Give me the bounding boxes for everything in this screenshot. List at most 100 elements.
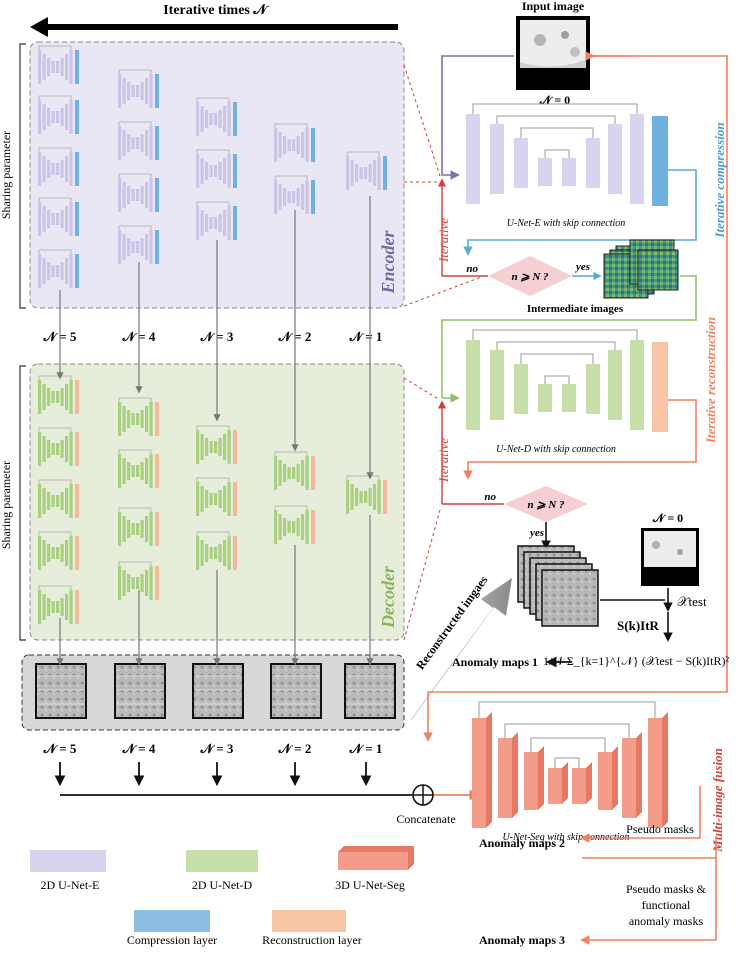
anomaly-maps-2: Anomaly maps 2 (479, 836, 565, 850)
reconstructed-image-1 (114, 663, 166, 719)
legend: 2D U-Net-E 2D U-Net-D 3D U-Net-Seg Compr… (30, 846, 414, 947)
intermediate-to-decoder-arrow (441, 275, 697, 403)
encoder-unet-1-3 (118, 225, 159, 264)
decoder-unet-0-4 (38, 585, 79, 624)
encoder-unet-1-1 (118, 121, 159, 160)
pseudo-functional-1: Pseudo masks & (626, 882, 707, 896)
s-label: S(k)ItR (617, 618, 660, 633)
decoder-unet-1-3 (118, 561, 159, 600)
reconstructed-image-2 (192, 663, 244, 719)
iterative-label-2: Iterative (436, 438, 451, 483)
encoder-unet-2-1 (196, 149, 237, 188)
reconstructed-arrow (410, 578, 512, 721)
encoder-unet-2-2 (196, 201, 237, 240)
unet-seg: U-Net-Seg with skip connection (472, 701, 668, 843)
reconstructed-images (35, 663, 396, 719)
iterative-times-title: Iterative times 𝒩 (163, 3, 269, 18)
unet-d: U-Net-D with skip connection (466, 329, 668, 455)
encoder-brace (19, 43, 26, 309)
decision-1-no: no (466, 263, 478, 275)
encoder-unet-2-0 (196, 97, 237, 136)
decoder-brace (19, 365, 26, 641)
decoder-unet-0-3 (38, 531, 79, 570)
decoder-unet-0-2 (38, 479, 79, 518)
encoder-unet-0-2 (38, 147, 79, 186)
x-test-label: 𝒳test (677, 594, 707, 609)
encoder-unet-1-2 (118, 173, 159, 212)
decision-2-yes: yes (528, 527, 544, 539)
encoder-label: Encoder (378, 230, 398, 295)
compression-arrow (463, 169, 697, 256)
legend-swatch-reconstruction (272, 910, 346, 932)
decision-1 (488, 256, 572, 296)
decoder-unet-0-0 (38, 375, 79, 414)
intermediate-label: Intermediate images (527, 303, 624, 315)
encoder-unet-4-0 (346, 151, 387, 190)
decision-1-text: n ⩾ N ? (511, 271, 549, 283)
legend-label-unet-seg: 3D U-Net-Seg (335, 878, 405, 892)
bottom-n-labels: 𝒩 = 5 𝒩 = 4 𝒩 = 3 𝒩 = 2 𝒩 = 1 (43, 741, 383, 756)
encoder-unet-3-1 (274, 175, 315, 214)
reconstructed-stack (517, 545, 599, 627)
decoder-label: Decoder (378, 565, 398, 629)
pseudo-masks-label: Pseudo masks (626, 822, 694, 836)
unet-d-caption: U-Net-D with skip connection (496, 444, 616, 455)
decision-2-text: n ⩾ N ? (527, 499, 565, 511)
encoder-mini-unets (38, 45, 387, 288)
decision-2 (504, 486, 588, 522)
reconstructed-image-4 (344, 663, 396, 719)
decoder-unet-4-0 (346, 475, 387, 514)
iterative-reconstruction-title: Iterative reconstruction (703, 317, 718, 444)
decoder-unet-1-2 (118, 507, 159, 546)
legend-swatch-unet-e (30, 850, 106, 872)
reconstruction-arrow (463, 399, 697, 480)
n-label-1: 𝒩 = 1 (349, 329, 383, 344)
svg-text:𝒩 = 4: 𝒩 = 4 (122, 741, 156, 756)
dec-strip-arrows (56, 515, 374, 666)
legend-label-reconstruction: Reconstruction layer (262, 933, 362, 947)
legend-label-compression: Compression layer (127, 933, 217, 947)
encoder-sharing-label: Sharing parameter (0, 131, 13, 219)
decoder-unet-2-2 (196, 531, 237, 570)
input-to-fusion-arrow (423, 55, 728, 742)
decoder-unet-2-0 (196, 425, 237, 464)
anomaly-formula: 1/𝒩 Σ_{k=1}^{𝒩} (𝒳test − S(k)ItR)² (543, 654, 729, 668)
legend-swatch-compression (134, 910, 210, 932)
test-n-label: 𝒩 = 0 (652, 511, 683, 525)
reconstructed-image-0 (35, 663, 87, 719)
encoder-unet-3-0 (274, 123, 315, 162)
encoder-unet-1-0 (118, 69, 159, 108)
unet-e-caption: U-Net-E with skip connection (507, 218, 626, 229)
iterative-compression-title: Iterative compression (712, 122, 727, 238)
unet-e: U-Net-E with skip connection (466, 103, 668, 229)
pseudo-functional-2: functional (642, 898, 691, 912)
input-to-encoder-arrow (441, 55, 514, 180)
reconstructed-image-3 (270, 663, 322, 719)
encoder-unet-0-4 (38, 249, 79, 288)
encoder-unet-0-0 (38, 45, 79, 84)
bottom-arrows (54, 762, 412, 796)
intermediate-images (603, 239, 679, 299)
decoder-unet-2-1 (196, 477, 237, 516)
input-n-label: 𝒩 = 0 (539, 93, 570, 107)
enc-dec-arrows (56, 196, 374, 480)
anomaly-maps-1: Anomaly maps 1 (452, 655, 538, 669)
decoder-sharing-label: Sharing parameter (0, 461, 13, 549)
svg-text:𝒩 = 1: 𝒩 = 1 (349, 741, 383, 756)
encoder-unet-0-1 (38, 95, 79, 134)
legend-swatch-unet-seg (338, 852, 408, 870)
unet-seg-caption: U-Net-Seg with skip connection (503, 832, 630, 843)
decision-2-no: no (484, 491, 496, 503)
decoder-unet-3-1 (274, 505, 315, 544)
anomaly-maps-3: Anomaly maps 3 (479, 933, 565, 947)
pseudo-mask-arrow (580, 786, 701, 843)
legend-label-unet-e: 2D U-Net-E (41, 878, 100, 892)
middle-n-labels: 𝒩 = 5 𝒩 = 4 𝒩 = 3 𝒩 = 2 𝒩 = 1 (43, 329, 383, 344)
decoder-mini-unets (38, 375, 387, 624)
multi-image-fusion-title: Multi-image fusion (710, 748, 725, 853)
decoder-unet-1-0 (118, 397, 159, 436)
concatenate-label: Concatenate (396, 812, 455, 826)
legend-label-unet-d: 2D U-Net-D (192, 878, 253, 892)
svg-text:𝒩 = 2: 𝒩 = 2 (278, 741, 312, 756)
